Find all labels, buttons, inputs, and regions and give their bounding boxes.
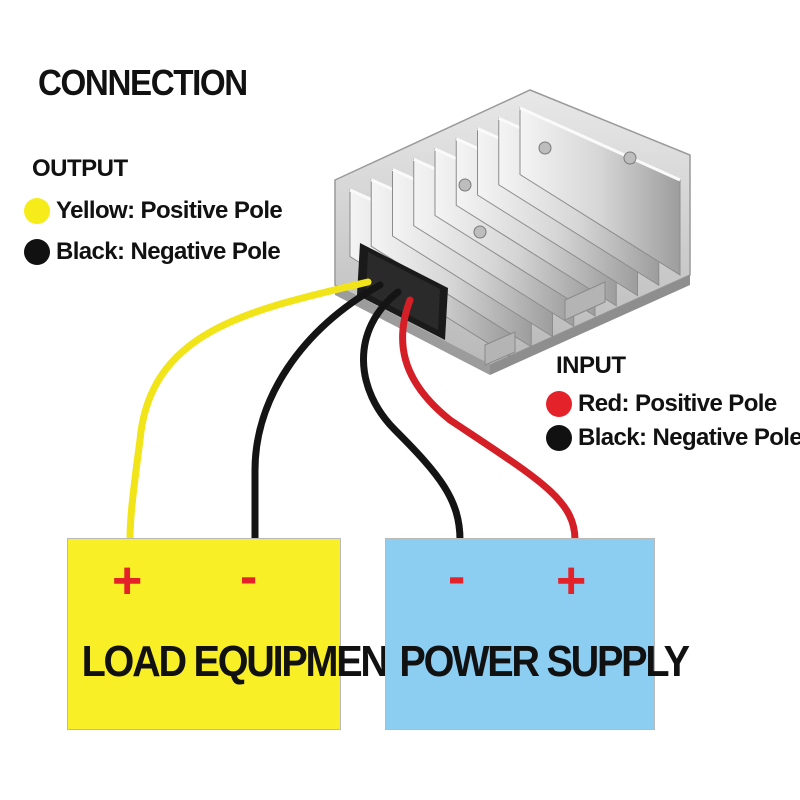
output-legend-positive-label: Yellow: Positive Pole: [56, 197, 283, 224]
input-legend-negative: Black: Negative Pole: [546, 424, 800, 452]
output-legend-positive: Yellow: Positive Pole: [24, 197, 283, 225]
output-legend-negative-label: Black: Negative Pole: [56, 238, 281, 265]
black-dot-icon: [24, 239, 50, 265]
input-legend-positive: Red: Positive Pole: [546, 390, 777, 418]
input-positive-wire: [399, 296, 579, 544]
load-equipment-label: LOAD EQUIPMENT: [81, 637, 411, 686]
output-negative-wire: [251, 281, 384, 544]
diagram-title: CONNECTION: [38, 62, 248, 103]
load-equipment-box: + - LOAD EQUIPMENT: [67, 538, 411, 730]
output-heading: OUTPUT: [32, 155, 128, 182]
output-positive-wire: [126, 278, 372, 544]
input-heading: INPUT: [556, 352, 626, 379]
input-legend-positive-label: Red: Positive Pole: [578, 390, 777, 417]
input-legend-negative-label: Black: Negative Pole: [578, 424, 800, 451]
supply-plus-sign: +: [556, 552, 587, 610]
power-supply-box: - + POWER SUPPLY: [385, 538, 690, 730]
black-dot-icon: [546, 425, 572, 451]
wire-grommet: [357, 243, 448, 340]
yellow-dot-icon: [24, 198, 50, 224]
load-plus-sign: +: [112, 552, 143, 610]
red-dot-icon: [546, 391, 572, 417]
input-negative-wire: [360, 288, 464, 544]
heatsink-fin-edge: [519, 106, 681, 182]
heatsink-converter-icon: [334, 89, 691, 375]
load-minus-sign: -: [240, 548, 258, 606]
power-supply-label: POWER SUPPLY: [399, 637, 690, 686]
heatsink-fins: [349, 106, 681, 358]
output-legend-negative: Black: Negative Pole: [24, 238, 281, 266]
supply-minus-sign: -: [448, 548, 466, 606]
